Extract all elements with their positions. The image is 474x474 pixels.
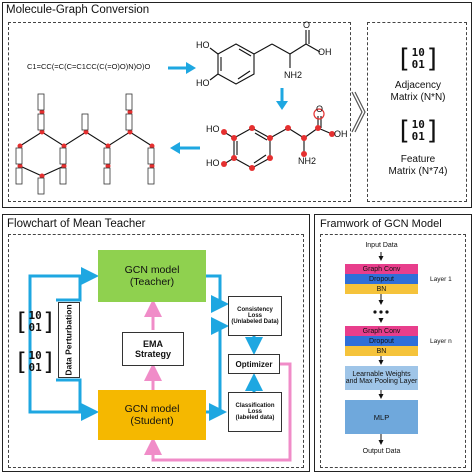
gcn-teacher-label-1: GCN model [124,264,180,276]
atom-label-nh2: NH2 [298,156,317,166]
mlp-layer: MLP [345,400,418,434]
top-molecule [209,30,321,85]
input-data-label: Input Data [365,242,398,249]
pooling-layer: Learnable Weights and Max Pooling Layer [345,366,418,390]
consistency-label-2: Loss [247,313,262,319]
atom-label-ho: HO [196,40,210,50]
flowchart-region [8,234,304,468]
feature-matrix: [ 10 01 ] [396,116,441,146]
gcn-teacher-box: GCN model (Teacher) [98,250,206,302]
consistency-label-3: (Unlabeled Data) [231,319,279,325]
molecule-to-graph-arrow [170,142,200,154]
node-feature-vectors [15,93,155,195]
mlp-label: MLP [373,412,390,422]
gcn-student-label-1: GCN model [124,403,180,415]
input-matrix: [ 10 01 ] [14,308,57,336]
classification-label-2: Loss [247,409,262,415]
layer-1-label: Layer 1 [430,276,452,283]
consistency-loss-box: Consistency Loss (Unlabeled Data) [228,296,282,336]
output-data-label: Output Data [362,448,401,455]
feature-matrix-row: 01 [411,130,425,143]
gcn-student-label-2: (Student) [130,415,174,427]
adjacency-matrix-row: 01 [411,58,425,71]
input-matrix-row: 01 [28,321,42,334]
classification-label-1: Classification [235,403,275,409]
ema-label-2: Strategy [134,349,171,359]
molecule-graph-panel [2,2,472,208]
molecule-panel-title: Molecule-Graph Conversion [6,4,150,16]
ellipsis-dot [379,310,383,314]
gcn-teacher-label-2: (Teacher) [129,276,175,288]
dropout-layer: Dropout [345,274,418,284]
flowchart-title: Flowchart of Mean Teacher [7,218,146,230]
chevron-right-icon [351,91,366,133]
bn-layer: BN [345,284,418,294]
atom-label-ho: HO [206,158,220,168]
adjacency-label-1: Adjacency [394,80,442,91]
classification-loss-box: Classification Loss (labeled data) [228,392,282,432]
ema-label-1: EMA [143,339,163,349]
ema-strategy-box: EMA Strategy [122,332,184,366]
gcn-region [320,234,466,468]
atom-label-ho: HO [206,124,220,134]
feature-matrix-row: 10 [411,118,425,132]
gcn-panel-title: Framwork of GCN Model [320,218,442,230]
matrix-region [367,22,467,202]
gcn-student-box: GCN model (Student) [98,390,206,440]
input-matrix: [ 10 01 ] [14,348,57,376]
consistency-label-1: Consistency [237,307,273,313]
ellipsis-dot [373,310,377,314]
graph-conv-layer: Graph Conv [345,326,418,336]
atom-label-nh2: NH2 [284,70,303,80]
feature-label-2: Matrix (N*74) [388,166,448,177]
optimizer-label: Optimizer [235,359,273,369]
conversion-region [8,22,351,202]
atom-label-oh: OH [318,47,332,57]
optimizer-box: Optimizer [228,354,280,374]
adjacency-matrix: [ 10 01 ] [396,44,441,74]
adjacency-label-2: Matrix (N*N) [390,92,446,103]
dropout-layer: Dropout [345,336,418,346]
bn-layer: BN [345,346,418,356]
pooling-label-2: and Max Pooling Layer [345,378,418,385]
input-matrix-row: 01 [28,361,42,374]
feature-label-1: Feature [400,154,436,165]
atom-label-o: O [316,104,324,114]
input-matrix-row: 10 [28,309,42,323]
atom-label-ho: HO [196,78,210,88]
input-matrix-row: 10 [28,349,42,363]
classification-label-3: (labeled data) [235,415,275,421]
molecule-down-arrow [276,88,288,110]
layer-n-label: Layer n [430,338,452,345]
graph-nodes [17,109,155,179]
data-perturbation-box: Data Perturbation [58,302,80,378]
atom-label-o: O [303,20,311,30]
adjacency-matrix-row: 10 [411,46,425,60]
pooling-label-1: Learnable Weights [352,371,411,378]
graph-conv-layer: Graph Conv [345,264,418,274]
bottom-molecule-atoms [221,125,335,171]
ellipsis-dot [385,310,389,314]
smiles-string: C1=CC(=C(C=C1CC(C(=O)O)N)O)O [27,62,151,71]
atom-label-oh: OH [334,129,348,139]
smiles-to-molecule-arrow [168,62,196,74]
